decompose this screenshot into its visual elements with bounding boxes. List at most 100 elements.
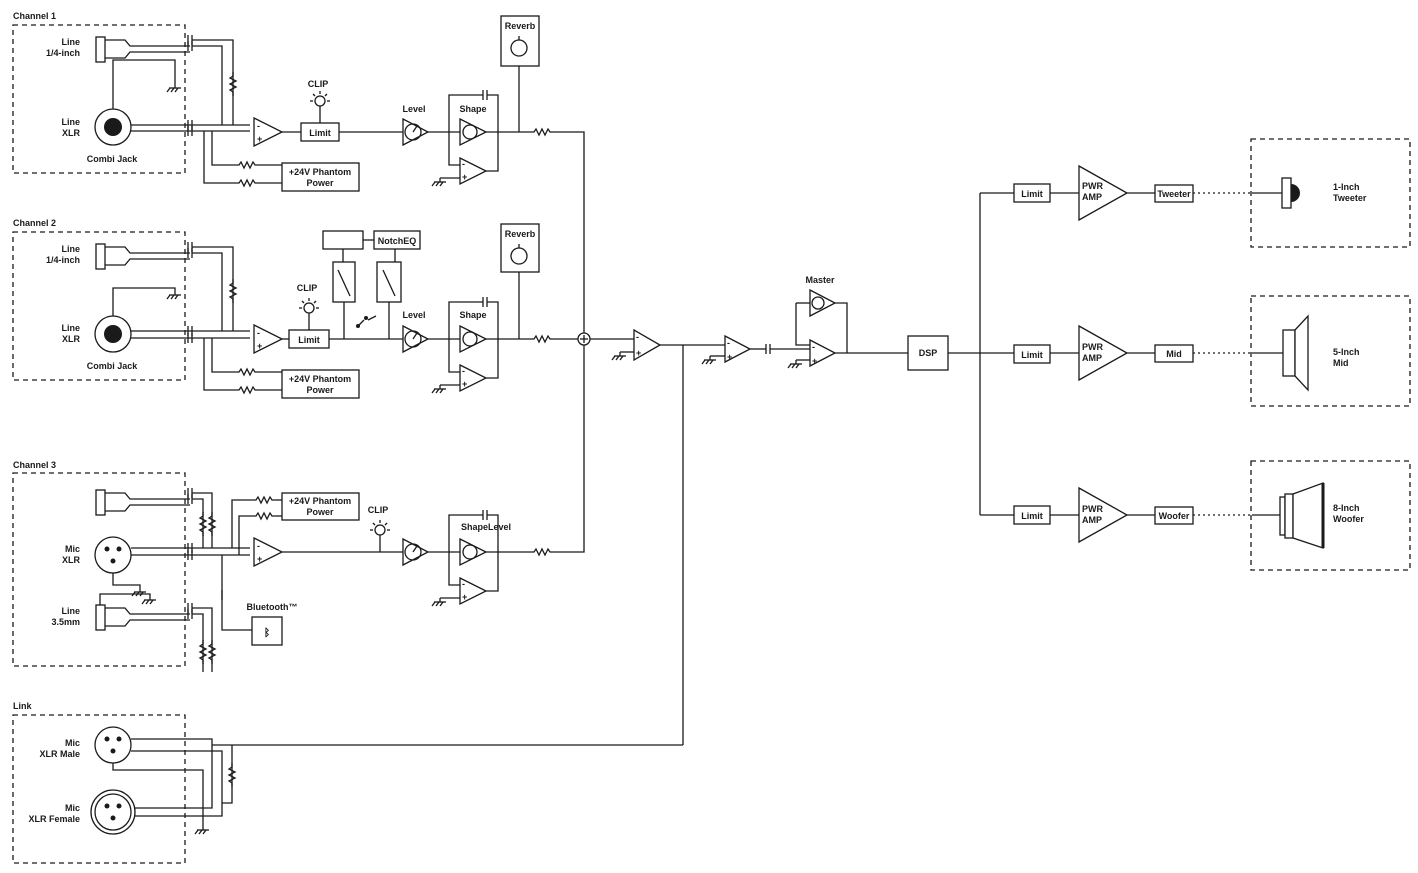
ch2-reverb-label: Reverb bbox=[505, 229, 536, 239]
ch2-xlr-label-1: Line bbox=[61, 323, 80, 333]
tweeter-driver-label-2: Tweeter bbox=[1333, 193, 1367, 203]
link-male-label-2: XLR Male bbox=[39, 749, 80, 759]
ch1-xlr-label-1: Line bbox=[61, 117, 80, 127]
ch2-shape-label: Shape bbox=[459, 310, 486, 320]
channel-3-title: Channel 3 bbox=[13, 460, 56, 470]
woofer-driver-box bbox=[1250, 460, 1411, 571]
channel-2-input-box bbox=[12, 231, 186, 381]
svg-text:-: - bbox=[636, 332, 639, 342]
woofer-amp-label-2: AMP bbox=[1082, 515, 1102, 525]
channel-2-title: Channel 2 bbox=[13, 218, 56, 228]
woofer-driver-label-1: 8-Inch bbox=[1333, 503, 1360, 513]
tweeter-power-amp-icon bbox=[1078, 164, 1129, 222]
ch3-bluetooth-label: Bluetooth™ bbox=[247, 602, 298, 612]
output-mid: Limit PWR AMP Mid 5-Inch Mid bbox=[1013, 295, 1411, 407]
ch1-combi-jack-label: Combi Jack bbox=[87, 154, 139, 164]
ch3-preamp-icon bbox=[253, 537, 283, 567]
ch2-clip-label: CLIP bbox=[297, 283, 318, 293]
summing-node-icon bbox=[577, 332, 591, 346]
woofer-amp-label-1: PWR bbox=[1082, 504, 1103, 514]
ch1-phantom-power-box bbox=[281, 162, 360, 192]
mid-speaker-icon bbox=[1252, 314, 1309, 392]
ch3-phantom-label-2: Power bbox=[306, 507, 334, 517]
master-output-amp-icon bbox=[809, 338, 837, 368]
ch3-shape-level-label: ShapeLevel bbox=[461, 522, 511, 532]
ch2-notch-eq-label: NotchEQ bbox=[378, 236, 417, 246]
master-label: Master bbox=[805, 275, 835, 285]
mid-limit-box bbox=[1013, 344, 1051, 364]
ch3-bluetooth-box bbox=[251, 616, 283, 646]
link-female-label-2: XLR Female bbox=[28, 814, 80, 824]
channel-1-input-box bbox=[12, 24, 186, 174]
ch2-quarter-inch-jack-icon bbox=[95, 243, 106, 270]
output-tweeter: Limit PWR AMP Tweeter 1-Inch Tweeter bbox=[1013, 138, 1411, 248]
channel-2-section: Channel 2 Line 1/4-inch Line XLR Combi J… bbox=[12, 218, 578, 399]
woofer-limit-label: Limit bbox=[1021, 511, 1043, 521]
ch2-line-label-1: Line bbox=[61, 244, 80, 254]
mid-driver-box bbox=[1250, 295, 1411, 407]
tweeter-limit-label: Limit bbox=[1021, 189, 1043, 199]
ch1-reverb-label: Reverb bbox=[505, 21, 536, 31]
svg-text:-: - bbox=[812, 342, 815, 352]
mid-limit-label: Limit bbox=[1021, 350, 1043, 360]
svg-text:+: + bbox=[636, 348, 641, 358]
svg-text:-: - bbox=[462, 159, 465, 169]
ch1-line-label-1: Line bbox=[61, 37, 80, 47]
ch1-line-label-2: 1/4-inch bbox=[46, 48, 80, 58]
mid-amp-label-2: AMP bbox=[1082, 353, 1102, 363]
ch3-mic-xlr-icon bbox=[94, 536, 132, 574]
master-volume-amp-icon bbox=[809, 288, 837, 318]
ch1-level-amp-icon bbox=[402, 117, 430, 147]
ch2-notch-filter-icon bbox=[356, 315, 377, 328]
mid-driver-label-1: 5-Inch bbox=[1333, 347, 1360, 357]
ch2-clip-led-icon bbox=[299, 298, 319, 330]
woofer-speaker-icon bbox=[1252, 482, 1325, 549]
ch1-phantom-label-2: Power bbox=[306, 178, 334, 188]
svg-text:+: + bbox=[462, 592, 467, 602]
mid-power-amp-icon bbox=[1078, 324, 1129, 382]
ch2-phantom-label-1: +24V Phantom bbox=[289, 374, 351, 384]
ch3-clip-led-icon bbox=[370, 520, 390, 552]
ch3-mic-label-2: XLR bbox=[62, 555, 81, 565]
ch1-shape-label: Shape bbox=[459, 104, 486, 114]
tweeter-driver-label-1: 1-Inch bbox=[1333, 182, 1360, 192]
ch2-limit-label: Limit bbox=[298, 335, 320, 345]
ch3-mini-jack-icon bbox=[95, 604, 106, 631]
ch3-jack-icon bbox=[95, 489, 106, 516]
ch3-line-label-2: 3.5mm bbox=[51, 617, 80, 627]
svg-text:+: + bbox=[727, 352, 732, 362]
ch3-phantom-label-1: +24V Phantom bbox=[289, 496, 351, 506]
ch2-preamp-icon bbox=[253, 324, 283, 354]
ch2-shape-amp2-icon bbox=[459, 363, 488, 393]
svg-text:-: - bbox=[462, 579, 465, 589]
svg-text:+: + bbox=[462, 172, 467, 182]
master-section: -+ -+ Master -+ DSP bbox=[590, 192, 1014, 516]
tweeter-amp-label-2: AMP bbox=[1082, 192, 1102, 202]
link-xlr-male-icon bbox=[94, 726, 132, 764]
ch1-level-label: Level bbox=[402, 104, 425, 114]
output-woofer: Limit PWR AMP Woofer 8-Inch Woofer bbox=[1013, 460, 1411, 571]
mid-amp-label-1: PWR bbox=[1082, 342, 1103, 352]
tweeter-band-label: Tweeter bbox=[1157, 189, 1191, 199]
channel-3-section: Channel 3 Mic XLR Line 3.5mm bbox=[12, 345, 585, 672]
mix-buffer-amp-icon bbox=[633, 328, 662, 362]
dsp-label: DSP bbox=[919, 348, 938, 358]
ch2-line-label-2: 1/4-inch bbox=[46, 255, 80, 265]
link-title: Link bbox=[13, 701, 32, 711]
ch2-phantom-power-box bbox=[281, 369, 360, 399]
tweeter-driver-box bbox=[1250, 138, 1411, 248]
ch1-xlr-label-2: XLR bbox=[62, 128, 81, 138]
ch3-phantom-power-box bbox=[281, 492, 360, 521]
ch3-shape-amp-icon bbox=[459, 537, 488, 567]
link-section: Link Mic XLR Male Mic XLR Female bbox=[12, 345, 684, 864]
ch2-notch-control-box bbox=[322, 230, 364, 250]
ch1-preamp-icon bbox=[253, 117, 283, 147]
tweeter-speaker-icon bbox=[1252, 177, 1300, 209]
ch2-combi-jack-label: Combi Jack bbox=[87, 361, 139, 371]
woofer-band-label: Woofer bbox=[1159, 511, 1190, 521]
ch1-quarter-inch-jack-icon bbox=[95, 36, 106, 63]
ch1-limit-label: Limit bbox=[309, 128, 331, 138]
ch1-combi-jack-icon bbox=[94, 108, 132, 146]
svg-text:-: - bbox=[462, 366, 465, 376]
